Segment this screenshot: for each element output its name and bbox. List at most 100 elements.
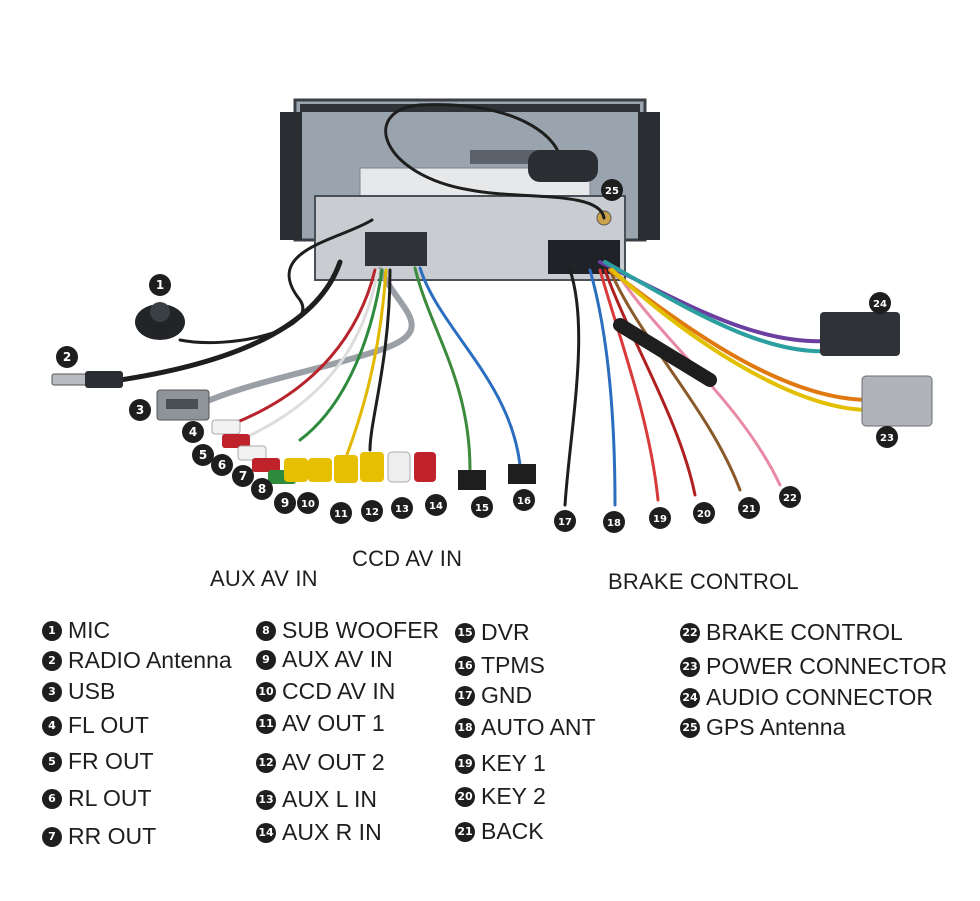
callout-badge-9: 9 <box>274 492 296 514</box>
right-mount-bracket <box>638 112 660 240</box>
legend-label: USB <box>68 678 116 704</box>
legend-label: BACK <box>481 818 544 844</box>
callout-circle <box>601 179 623 201</box>
callout-badge-2: 2 <box>56 346 78 368</box>
callout-badge-16: 16 <box>513 489 535 511</box>
legend-label: AUX L IN <box>282 786 378 812</box>
callout-circle <box>649 507 671 529</box>
legend-number-badge: 5 <box>42 751 62 772</box>
legend-label: AUDIO CONNECTOR <box>706 684 934 710</box>
callout-badge-14: 14 <box>425 494 447 516</box>
aux-av-in-label: AUX AV IN <box>210 566 318 591</box>
callout-circle <box>211 454 233 476</box>
callout-circle <box>471 496 493 518</box>
legend-number-badge: 9 <box>256 649 276 670</box>
callout-circle <box>297 492 319 514</box>
legend-label: AV OUT 2 <box>282 749 385 775</box>
callout-circle <box>693 502 715 524</box>
legend-number-badge: 23 <box>680 656 700 677</box>
callout-circle <box>182 421 204 443</box>
callout-badge-4: 4 <box>182 421 204 443</box>
power-harness-2 <box>610 268 872 412</box>
legend-label: BRAKE CONTROL <box>706 619 903 645</box>
legend-number-badge: 21 <box>455 821 475 842</box>
legend-label: RR OUT <box>68 823 157 849</box>
callout-badge-15: 15 <box>471 496 493 518</box>
connector-block-left <box>365 232 427 266</box>
legend-label: CCD AV IN <box>282 678 396 704</box>
legend-item-fl-out: 4 FL OUT <box>42 714 149 737</box>
components <box>51 150 933 490</box>
legend-label: POWER CONNECTOR <box>706 653 948 679</box>
barcode <box>470 150 540 164</box>
wire-19 <box>598 268 660 502</box>
rca-plugs <box>211 419 436 484</box>
audio-harness-2 <box>603 260 842 354</box>
callout-badge-6: 6 <box>211 454 233 476</box>
callout-number: 6 <box>218 458 226 472</box>
gps-antenna <box>528 150 598 182</box>
rca-plug-rl <box>237 445 267 461</box>
callout-circle <box>869 292 891 314</box>
callout-number: 17 <box>558 517 572 528</box>
rca-plug-rr <box>252 458 280 472</box>
callout-circle <box>738 497 760 519</box>
callout-number: 19 <box>653 514 667 525</box>
legend-label: SUB WOOFER <box>282 617 440 643</box>
legend-label: AUX R IN <box>282 819 382 845</box>
dvr-plug <box>458 470 486 490</box>
rca-bundle-yellow <box>343 268 388 462</box>
wire-21 <box>608 268 742 492</box>
legend-number-badge: 4 <box>42 715 62 736</box>
legend-label: AUTO ANT <box>481 714 596 740</box>
callout-badge-7: 7 <box>232 465 254 487</box>
rca-plug-ccd-av <box>308 458 332 482</box>
legend-number-badge: 15 <box>455 622 475 643</box>
inline-fuse <box>613 318 717 387</box>
callout-badge-22: 22 <box>779 486 801 508</box>
gps-cable <box>384 103 606 220</box>
tpms-cable <box>418 266 522 467</box>
callout-circle <box>425 494 447 516</box>
callout-number: 10 <box>301 499 315 510</box>
callout-number: 12 <box>365 507 379 518</box>
legend-number-badge: 12 <box>256 752 276 773</box>
callout-number: 4 <box>189 425 197 439</box>
top-plate <box>300 104 640 112</box>
callout-badge-12: 12 <box>361 500 383 522</box>
legend-number-badge: 8 <box>256 620 276 641</box>
rca-bundle-black <box>368 268 392 452</box>
callout-number: 11 <box>334 509 348 520</box>
legend-label: RL OUT <box>68 785 152 811</box>
legend-item-rl-out: 6 RL OUT <box>42 787 152 810</box>
legend-number-badge: 25 <box>680 717 700 738</box>
callout-circle <box>129 399 151 421</box>
callout-number: 14 <box>429 501 443 512</box>
legend-number-badge: 6 <box>42 788 62 809</box>
tpms-plug <box>508 464 536 484</box>
legend-number-badge: 18 <box>455 717 475 738</box>
legend-number-badge: 17 <box>455 685 475 706</box>
callout-badge-19: 19 <box>649 507 671 529</box>
callout-badge-20: 20 <box>693 502 715 524</box>
legend-label: FL OUT <box>68 712 149 738</box>
legend-number-badge: 11 <box>256 713 276 734</box>
callout-number: 15 <box>475 503 489 514</box>
callout-badge-18: 18 <box>603 511 625 533</box>
callout-badge-25: 25 <box>601 179 623 201</box>
callout-badge-1: 1 <box>149 274 171 296</box>
wire-20 <box>603 268 697 497</box>
connector-block-right <box>548 240 620 274</box>
